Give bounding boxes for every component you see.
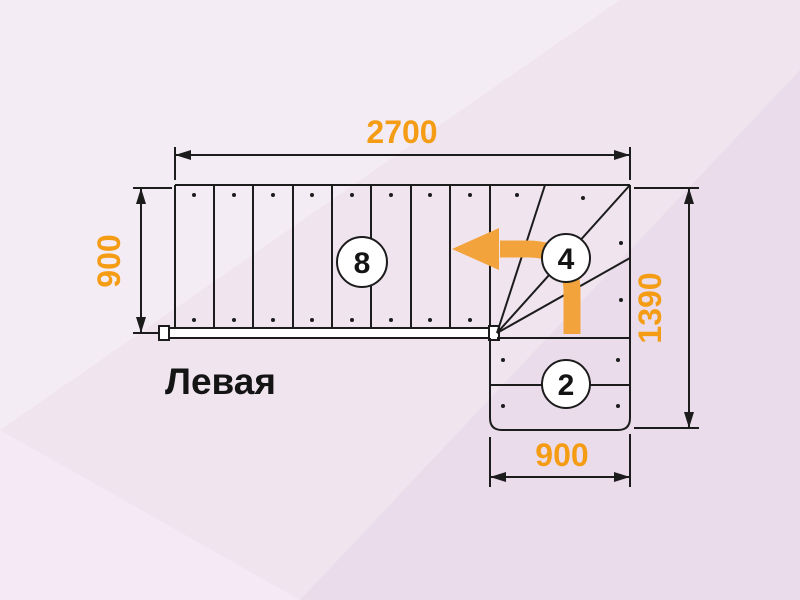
winder-count: 4 — [558, 243, 575, 276]
step-count-badge-2: 2 — [541, 359, 591, 409]
step-count-badge-8: 8 — [336, 236, 388, 288]
dimension-right: 1390 — [632, 187, 699, 429]
dimension-left: 900 — [91, 187, 172, 334]
dimension-left-label: 900 — [91, 234, 127, 287]
plan-title: Левая — [165, 361, 276, 402]
straight-flight-count: 8 — [354, 247, 371, 280]
dimension-bottom-label: 900 — [535, 437, 588, 473]
dimensions: 2700 900 1390 — [91, 114, 699, 487]
fastener-dots — [192, 193, 623, 408]
stair-plan — [158, 184, 631, 431]
dimension-right-label: 1390 — [632, 272, 668, 343]
lower-flight-count: 2 — [558, 369, 575, 402]
step-count-badge-4: 4 — [541, 233, 591, 283]
straight-flight — [174, 184, 630, 328]
step-count-badges: 8 4 2 — [336, 233, 591, 409]
dimension-top-label: 2700 — [366, 114, 437, 150]
handrail-band — [158, 325, 500, 341]
dimension-bottom: 900 — [489, 434, 631, 487]
dimension-top: 2700 — [174, 114, 631, 180]
